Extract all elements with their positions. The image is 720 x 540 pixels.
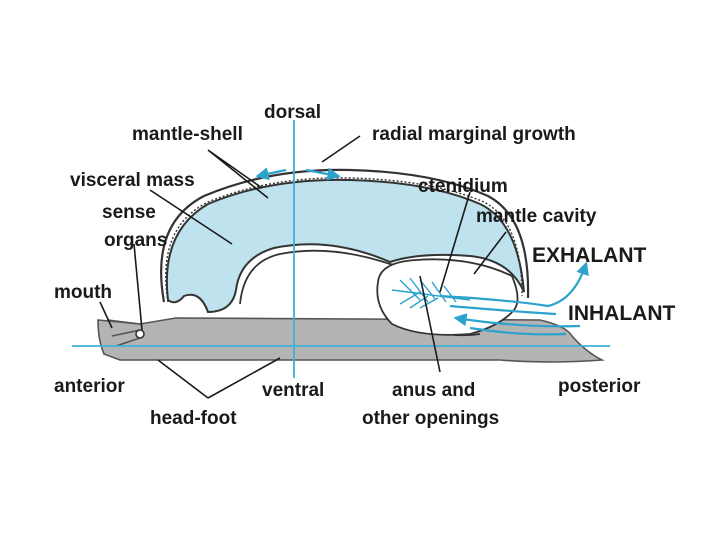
leader-visceral-mass: [149, 189, 233, 245]
label-radial-growth: radial marginal growth: [372, 124, 576, 145]
label-mantle-cavity: mantle cavity: [476, 206, 597, 227]
leader-mantle-shell: [207, 149, 269, 199]
label-mouth: mouth: [54, 282, 112, 303]
inhalant-flow-arrow: [453, 313, 581, 328]
leader-ctenidium: [439, 191, 471, 293]
label-visceral-mass: visceral mass: [70, 170, 195, 191]
leader-sense-organs: [133, 243, 143, 331]
leader-head-foot: [157, 357, 281, 399]
exhalant-flow-arrow: [439, 261, 589, 308]
sense-organ-dot: [135, 329, 145, 339]
leader-radial-growth: [321, 135, 361, 163]
mantle-shell-inner: [165, 177, 523, 303]
mouth-tentacles: [107, 319, 141, 347]
ctenidium-shape: [391, 277, 471, 309]
label-organs: organs: [104, 230, 167, 251]
label-inhalant: INHALANT: [568, 302, 675, 325]
label-dorsal: dorsal: [264, 102, 321, 123]
leader-anus: [419, 275, 441, 373]
label-anus-line1: anus and: [392, 380, 475, 401]
label-posterior: posterior: [558, 376, 641, 397]
radial-growth-arrow-right: [305, 167, 341, 181]
label-anus-line2: other openings: [362, 408, 499, 429]
label-mantle-shell: mantle-shell: [132, 124, 243, 145]
exhalant-flow-arrow-2: [449, 304, 557, 316]
label-ctenidium: ctenidium: [418, 176, 508, 197]
inhalant-flow-arrow-2: [469, 326, 567, 336]
label-exhalant: EXHALANT: [532, 244, 647, 267]
label-anterior: anterior: [54, 376, 125, 397]
label-ventral: ventral: [262, 380, 324, 401]
leader-mouth: [99, 301, 113, 329]
visceral-mass-shape: [165, 178, 525, 314]
label-head-foot: head-foot: [150, 408, 237, 429]
mantle-shell-outer: [160, 168, 530, 303]
label-sense: sense: [102, 202, 156, 223]
radial-growth-arrow-left: [255, 167, 287, 181]
leader-mantle-cavity: [473, 231, 507, 275]
